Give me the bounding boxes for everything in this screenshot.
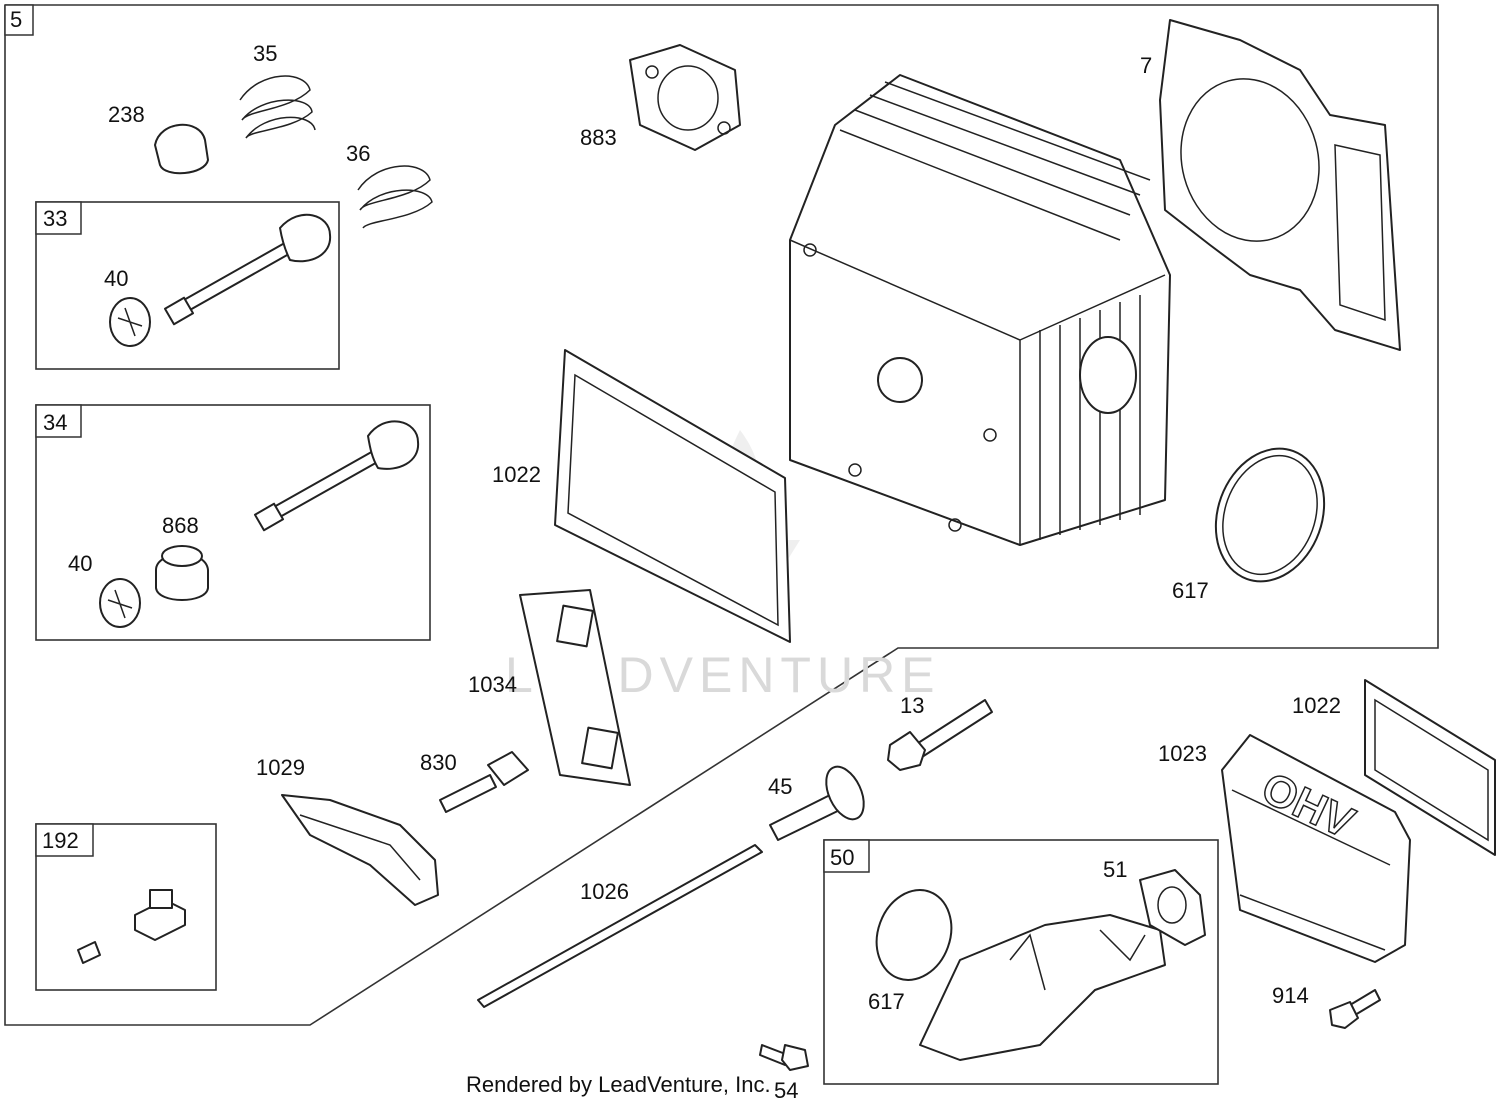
label-830: 830 [420, 750, 457, 775]
label-7: 7 [1140, 53, 1152, 78]
rocker-cover-gasket-drawing-a [554, 349, 791, 643]
label-40-a: 40 [104, 266, 128, 291]
valve-spring-drawing-a [239, 75, 316, 139]
label-35: 35 [253, 41, 277, 66]
push-rod-guide-drawing [519, 589, 631, 786]
box-34 [35, 404, 431, 641]
label-1026: 1026 [580, 879, 629, 904]
label-40-b: 40 [68, 551, 92, 576]
box-50 [823, 839, 1219, 1085]
head-gasket-drawing [1159, 19, 1401, 351]
label-1029: 1029 [256, 755, 305, 780]
intake-valve-drawing [163, 213, 332, 326]
exhaust-valve-drawing [253, 420, 420, 532]
label-36: 36 [346, 141, 370, 166]
label-1023: 1023 [1158, 741, 1207, 766]
label-617-b: 617 [868, 989, 905, 1014]
manifold-gasket-drawing [1139, 869, 1206, 946]
head-bolt-drawing [887, 699, 993, 771]
valve-keeper-drawing-a [109, 297, 151, 347]
box-5-tag [4, 4, 34, 36]
box-192-tag [35, 823, 94, 857]
box-192-label: 192 [42, 828, 79, 853]
rocker-arm-drawing [281, 794, 439, 906]
label-914: 914 [1272, 983, 1309, 1008]
breather-drawing [77, 889, 186, 964]
rocker-cover-gasket-drawing-b [1364, 679, 1496, 856]
label-617-a: 617 [1172, 578, 1209, 603]
cover-screw-drawing [1329, 989, 1381, 1029]
intake-manifold-drawing [919, 914, 1166, 1061]
label-51: 51 [1103, 857, 1127, 882]
label-883: 883 [580, 125, 617, 150]
label-1022-b: 1022 [1292, 693, 1341, 718]
valve-guide-drawing [769, 765, 865, 841]
label-1022-a: 1022 [492, 462, 541, 487]
label-868: 868 [162, 513, 199, 538]
box-50-label: 50 [830, 845, 854, 870]
exhaust-gasket-drawing [629, 44, 741, 151]
valve-cap-drawing [154, 123, 209, 175]
cylinder-head-drawing [789, 74, 1171, 546]
label-54: 54 [774, 1078, 798, 1103]
box-33 [35, 201, 340, 370]
rocker-stud-drawing [439, 751, 529, 813]
valve-spring-drawing-b [357, 165, 433, 229]
valve-keeper-drawing-b [99, 578, 141, 628]
box-33-tag [35, 201, 82, 235]
oring-drawing-a [1214, 447, 1326, 583]
push-rod-drawing [477, 844, 763, 1008]
box-50-tag [823, 839, 870, 873]
manifold-screw-drawing [759, 1044, 809, 1071]
oring-drawing-a-inner [1222, 454, 1318, 576]
main-frame [4, 4, 1439, 1026]
footer-credit: Rendered by LeadVenture, Inc. [466, 1072, 771, 1097]
box-33-label: 33 [43, 206, 67, 231]
label-1034: 1034 [468, 672, 517, 697]
label-238: 238 [108, 102, 145, 127]
box-5-label: 5 [10, 7, 22, 32]
valve-seal-drawing [155, 545, 209, 601]
oring-drawing-b [875, 889, 953, 981]
box-34-tag [35, 404, 82, 438]
box-192 [35, 823, 217, 991]
box-34-label: 34 [43, 410, 67, 435]
label-13: 13 [900, 693, 924, 718]
label-45: 45 [768, 774, 792, 799]
